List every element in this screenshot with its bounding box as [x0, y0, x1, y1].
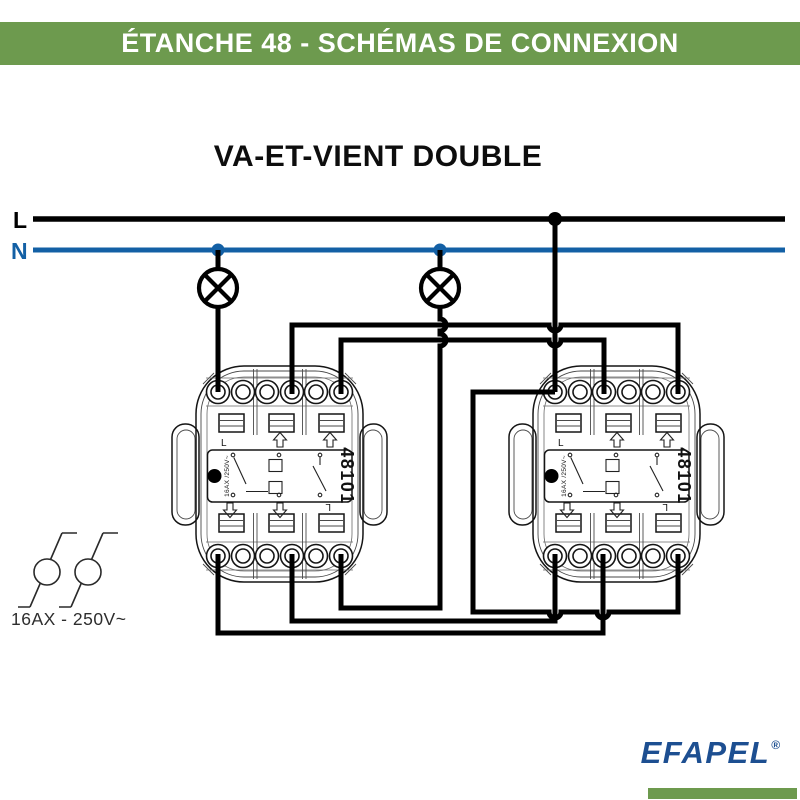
diagram-title: VA-ET-VIENT DOUBLE — [213, 140, 543, 173]
header-banner: ÉTANCHE 48 - SCHÉMAS DE CONNEXION — [0, 22, 800, 65]
brand-name: EFAPEL — [640, 735, 771, 770]
terminal-l-mark: L — [662, 501, 668, 512]
two-way-switch-symbol — [18, 532, 118, 608]
symbol-caption: 16AX - 250V~ — [11, 609, 126, 629]
neutral-line-label: N — [11, 238, 28, 264]
lamp-1 — [196, 266, 240, 310]
wires — [215, 219, 681, 636]
header-title: ÉTANCHE 48 - SCHÉMAS DE CONNEXION — [121, 28, 679, 58]
terminal-l-mark: L — [558, 438, 564, 449]
phase-line-label: L — [13, 207, 27, 233]
terminal-l-mark: L — [325, 501, 331, 512]
terminal-l-mark: L — [221, 438, 227, 449]
lamp-2 — [418, 266, 462, 310]
device-rating-right: 16AX /250V~ — [561, 455, 568, 497]
registered-mark: ® — [771, 738, 780, 752]
footer-accent-bar — [648, 788, 797, 799]
device-rating-left: 16AX /250V~ — [224, 455, 231, 497]
device-model-left: 48101 — [337, 447, 357, 505]
brand-logo: EFAPEL® — [630, 735, 780, 771]
device-model-right: 48101 — [674, 447, 694, 505]
